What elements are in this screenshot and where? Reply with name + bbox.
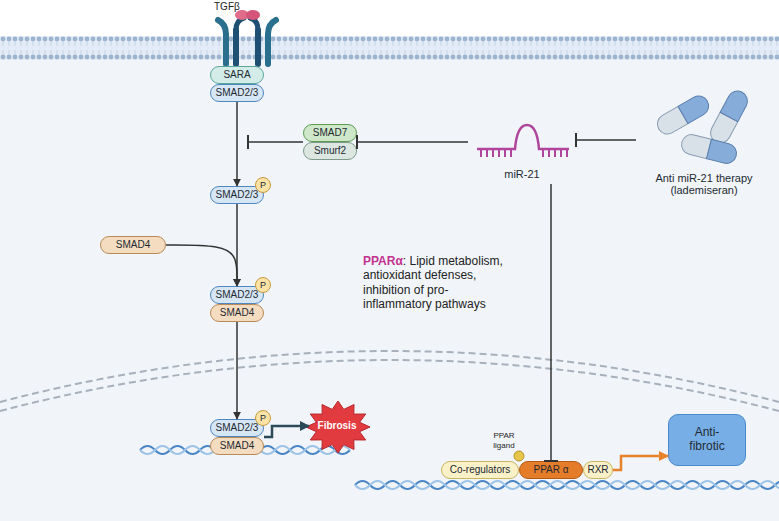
inhibition-line (357, 141, 468, 143)
node-text: P (260, 280, 266, 290)
phosphate-circle: P (255, 277, 271, 293)
annotation-text: PPAR ligand (493, 431, 514, 450)
node-text: P (260, 413, 266, 423)
pills-shape (637, 89, 773, 201)
protein-box: SMAD4 (210, 304, 264, 322)
inhibition-line (248, 135, 303, 149)
membrane-lipids (0, 36, 779, 60)
transcription-arrow (613, 456, 668, 470)
protein-box: Smurf2 (303, 142, 357, 160)
node-text: miR-21 (504, 168, 539, 181)
node-text: Anti miR-21 therapy (lademiseran) (642, 172, 766, 197)
node-text: SMAD2/3 (216, 87, 259, 99)
node-text: SARA (223, 69, 250, 81)
receptor-box: RXR (583, 461, 613, 479)
receptor-box: PPAR α (519, 461, 583, 479)
nuclear-envelope (0, 351, 779, 411)
cell-membrane (0, 36, 779, 60)
protein-box: SMAD2/3P (210, 419, 264, 437)
adaptor-protein-box: SARA (210, 66, 264, 84)
dna-helix (355, 481, 779, 489)
highlight-term: PPARα (363, 254, 403, 268)
translocation-arrow (236, 322, 238, 419)
node-text: Fibrosis (318, 420, 357, 432)
protein-box: SMAD4 (210, 437, 264, 455)
node-text: SMAD4 (220, 440, 254, 452)
node-text: PPAR α (533, 464, 568, 476)
node-text: SMAD7 (313, 127, 347, 139)
transcription-arrow (264, 426, 309, 437)
label-group: PPARα: Lipid metabolism, antioxidant def… (363, 254, 515, 312)
node-text: SMAD4 (220, 307, 254, 319)
label-group: PPAR ligand (486, 431, 522, 450)
cytoplasm (0, 48, 779, 521)
activation-arrow (236, 102, 238, 186)
ligand-circle (514, 451, 524, 461)
protein-box: SMAD7 (303, 124, 357, 142)
protein-box: SMAD4 (100, 236, 166, 254)
inhibition-line (576, 139, 636, 141)
outcome-box: Anti-fibrotic (668, 414, 746, 466)
node-text: P (260, 180, 266, 190)
drug-therapy: Anti miR-21 therapy (lademiseran) (636, 88, 772, 200)
protein-box: SMAD2/3P (210, 286, 264, 304)
phosphate-circle: P (255, 177, 271, 193)
tgfb-receptor (218, 10, 276, 64)
node-text: SMAD2/3 (216, 189, 259, 201)
outcome-starburst: Fibrosis (305, 400, 369, 452)
activation-arrow (236, 204, 238, 286)
annotation-text: TGFβ (214, 1, 240, 12)
binding-arrow (166, 245, 237, 286)
inhibition-line (550, 184, 552, 461)
protein-box: SMAD2/3 (210, 84, 264, 102)
node-text: SMAD4 (116, 239, 150, 251)
node-text: Co-regulators (450, 464, 511, 476)
phosphate-circle: P (255, 410, 271, 426)
node-text: Anti-fibrotic (679, 426, 735, 454)
microrna-hairpin: miR-21 (468, 118, 576, 184)
node-text: SMAD2/3 (216, 422, 259, 434)
node-text: RXR (587, 464, 608, 476)
protein-box: SMAD2/3P (210, 186, 264, 204)
node-text: SMAD2/3 (216, 289, 259, 301)
node-text: Smurf2 (314, 145, 346, 157)
label-group: TGFβ (214, 1, 274, 13)
protein-box: Co-regulators (441, 461, 519, 479)
